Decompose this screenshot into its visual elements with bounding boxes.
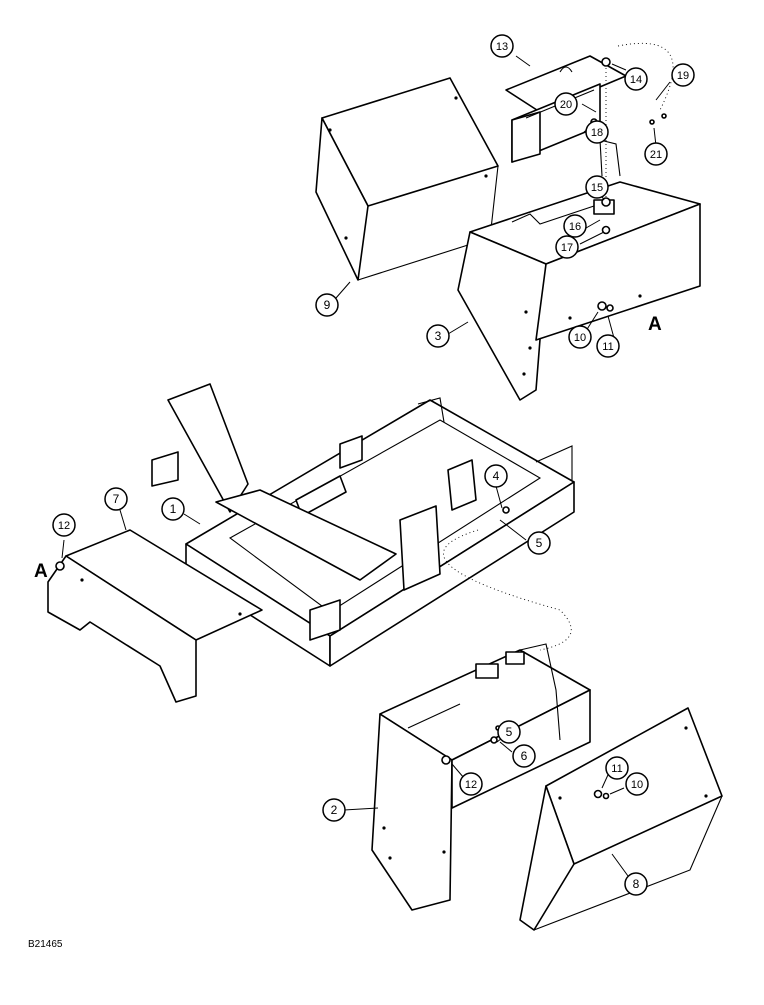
callout-6: 6 <box>512 744 536 768</box>
section-marker-a-left: A <box>34 561 48 582</box>
callout-12-left: 12 <box>52 513 76 537</box>
callout-7: 7 <box>104 487 128 511</box>
callout-3: 3 <box>426 324 450 348</box>
svg-text:8: 8 <box>633 877 640 891</box>
svg-text:16: 16 <box>569 221 581 233</box>
callout-1: 1 <box>161 497 185 521</box>
svg-text:3: 3 <box>435 329 442 343</box>
svg-text:4: 4 <box>493 469 500 483</box>
callout-12-right: 12 <box>459 772 483 796</box>
svg-text:17: 17 <box>561 242 573 254</box>
svg-text:10: 10 <box>574 332 586 344</box>
svg-text:11: 11 <box>611 763 622 775</box>
svg-text:6: 6 <box>521 749 528 763</box>
callout-10-upper: 10 <box>568 325 592 349</box>
svg-text:12: 12 <box>465 779 477 791</box>
svg-text:19: 19 <box>677 70 689 82</box>
svg-text:2: 2 <box>331 803 338 817</box>
callout-9: 9 <box>315 293 339 317</box>
svg-text:12: 12 <box>58 520 70 532</box>
svg-text:21: 21 <box>650 149 662 161</box>
callout-19: 19 <box>671 63 695 87</box>
callout-21: 21 <box>644 142 668 166</box>
svg-text:7: 7 <box>113 492 120 506</box>
svg-text:15: 15 <box>591 182 603 194</box>
callout-13: 13 <box>490 34 514 58</box>
part-1-main-frame <box>151 383 575 667</box>
callout-15: 15 <box>585 175 609 199</box>
figure-code: B21465 <box>28 939 63 950</box>
callout-5-upper: 5 <box>527 531 551 555</box>
callout-18: 18 <box>585 120 609 144</box>
callout-2: 2 <box>322 798 346 822</box>
section-marker-a-right: A <box>648 314 662 335</box>
hardware <box>55 57 667 800</box>
svg-text:9: 9 <box>324 298 331 312</box>
callout-11-upper: 11 <box>596 334 620 358</box>
callout-16: 16 <box>563 214 587 238</box>
svg-text:1: 1 <box>170 502 177 516</box>
svg-text:5: 5 <box>506 725 513 739</box>
callout-5-lower: 5 <box>497 720 521 744</box>
callout-10-lower: 10 <box>625 772 649 796</box>
svg-text:13: 13 <box>496 41 508 53</box>
svg-text:20: 20 <box>560 99 572 111</box>
svg-text:11: 11 <box>602 341 613 353</box>
svg-text:14: 14 <box>630 74 642 86</box>
callout-4: 4 <box>484 464 508 488</box>
svg-text:5: 5 <box>536 536 543 550</box>
callout-8: 8 <box>624 872 648 896</box>
callout-17: 17 <box>555 235 579 259</box>
part-7-step-plate <box>47 529 263 703</box>
part-3-fender <box>457 139 701 401</box>
svg-text:18: 18 <box>591 127 603 139</box>
callout-20: 20 <box>554 92 578 116</box>
callout-11-lower: 11 <box>605 756 629 780</box>
svg-text:10: 10 <box>631 779 643 791</box>
route-line-upper <box>617 42 674 111</box>
callout-14: 14 <box>624 67 648 91</box>
